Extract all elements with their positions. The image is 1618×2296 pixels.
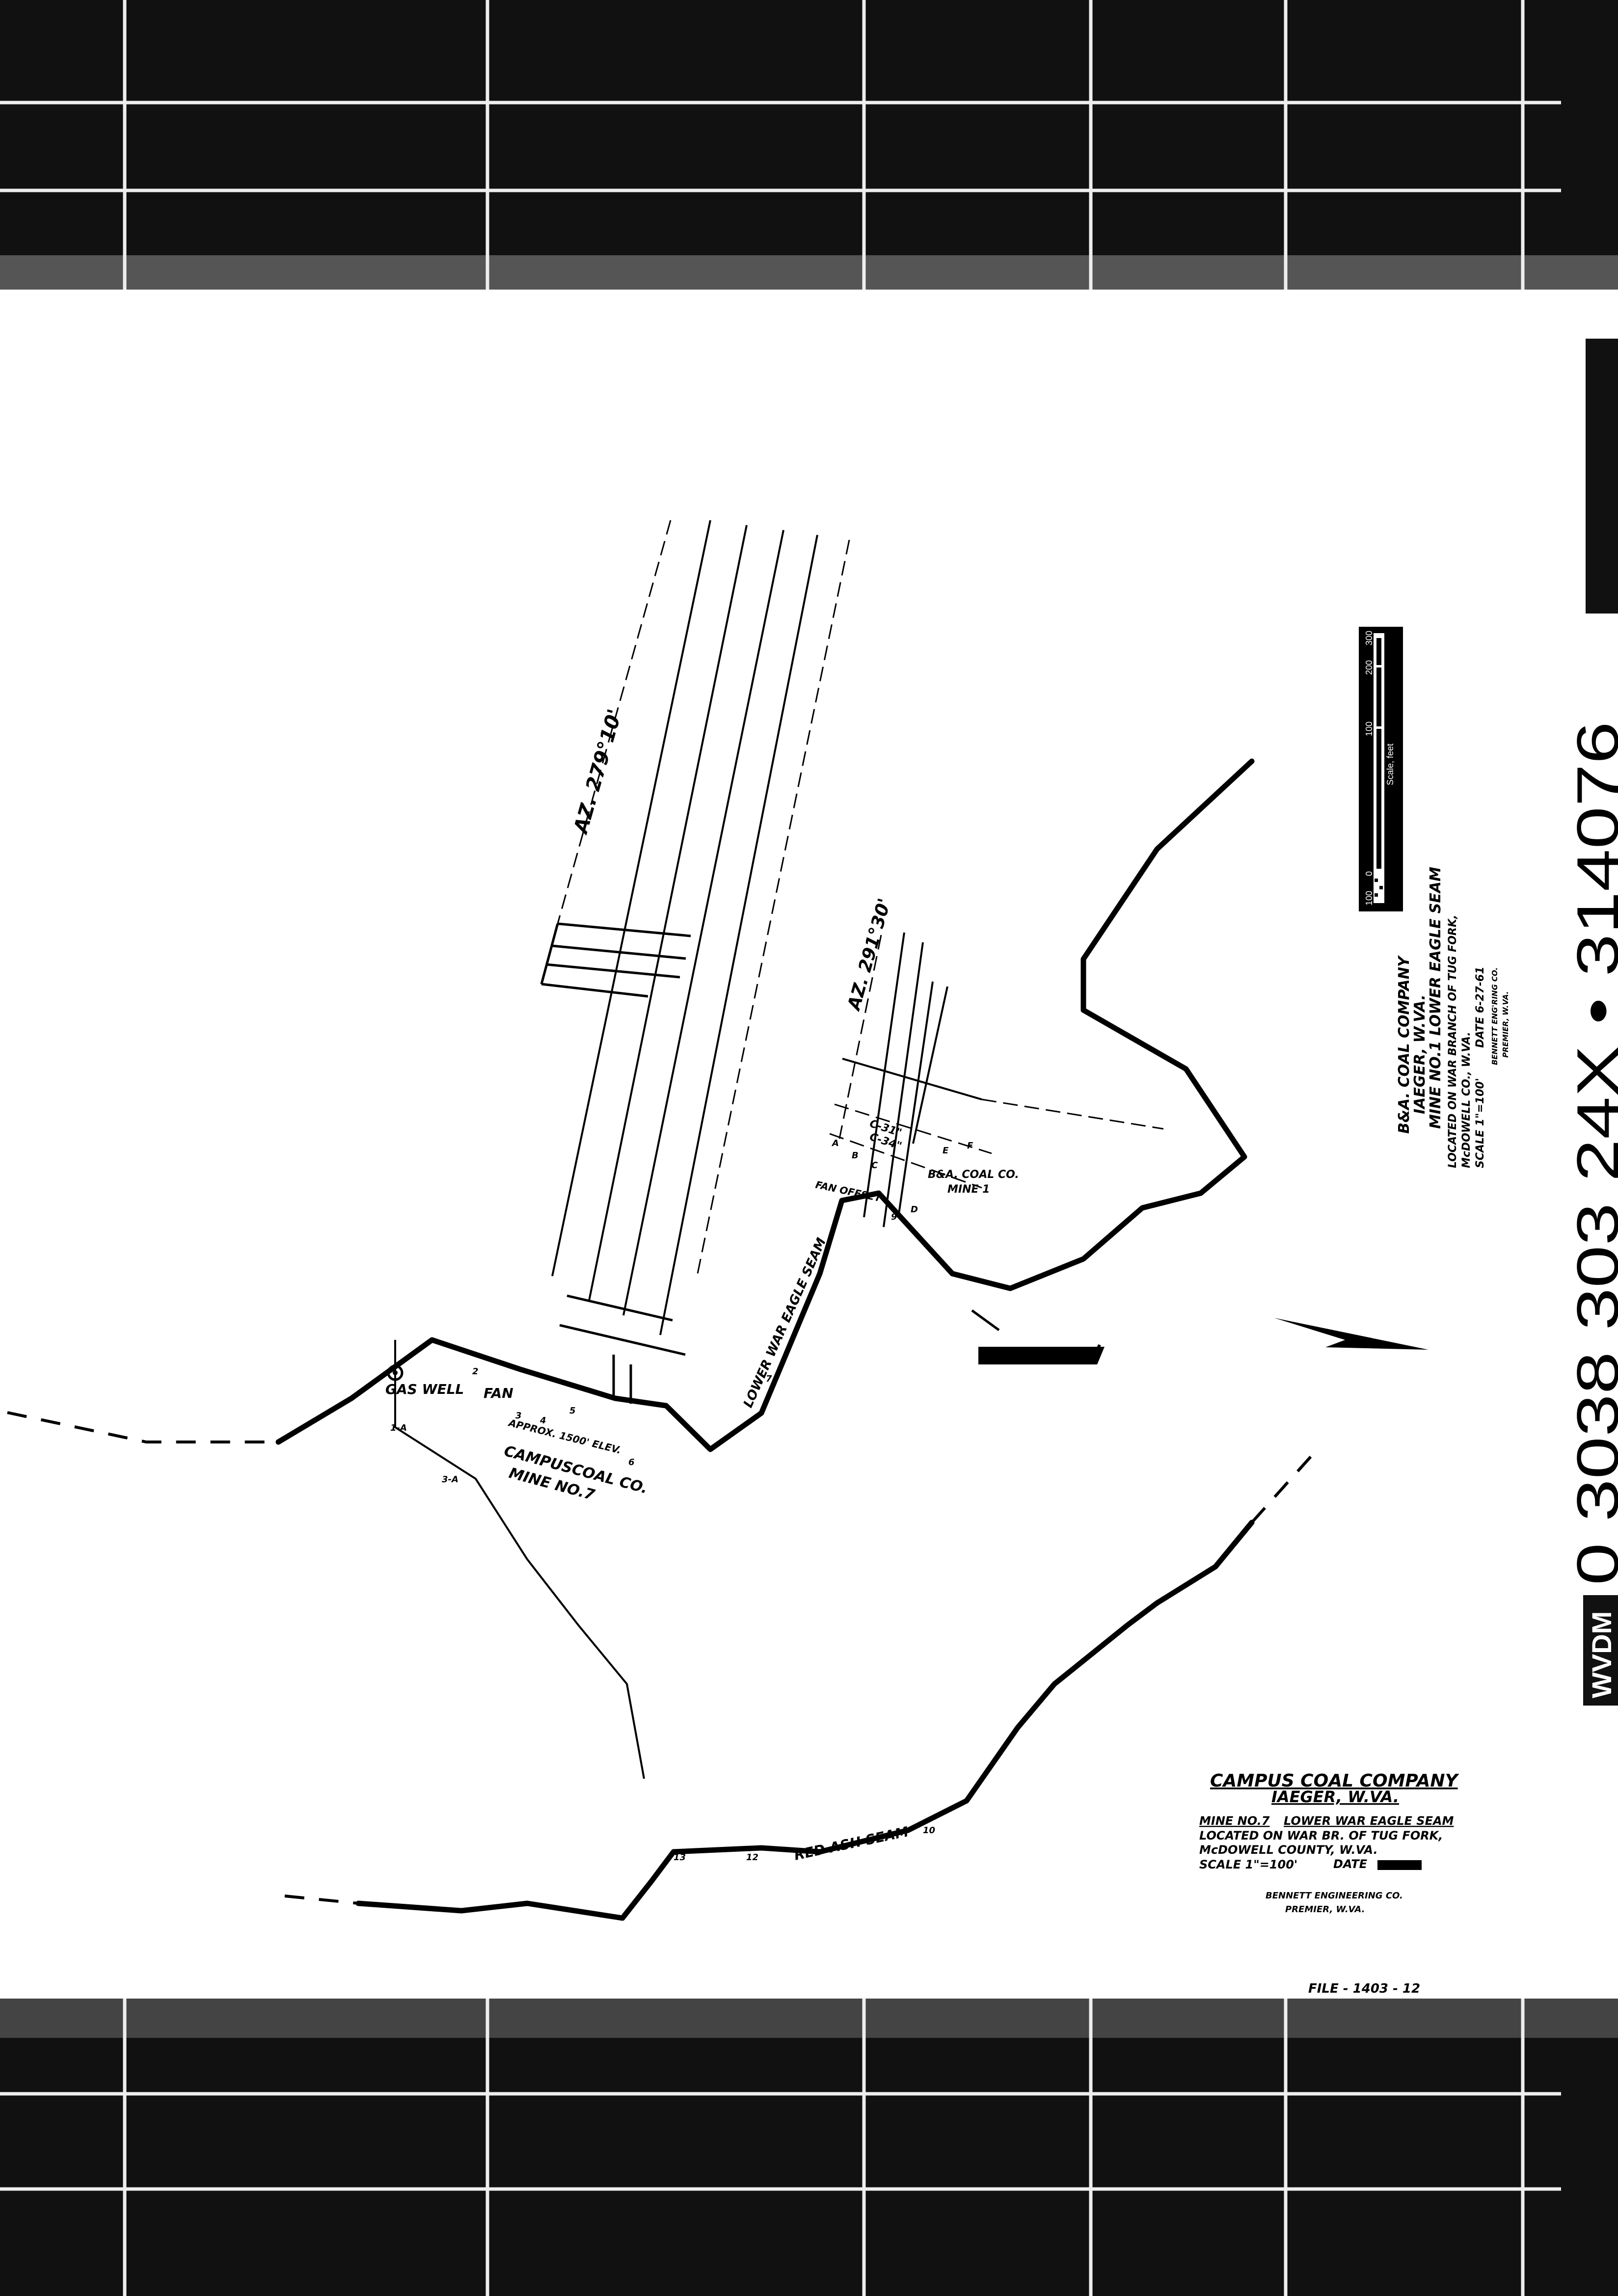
station-label: 3-A (442, 1474, 458, 1485)
campus-title-block: CAMPUS COAL COMPANY IAEGER, W.VA. MINE N… (1199, 1771, 1459, 1996)
station-label: 3 (515, 1411, 522, 1421)
azimuth-mine7: AZ. 279°10' (569, 707, 627, 837)
scale-tick: 200 (1364, 660, 1374, 675)
campus-company: CAMPUS COAL COMPANY (1210, 1771, 1459, 1791)
station-label: B (852, 1150, 859, 1161)
station-label: 6 (628, 1457, 635, 1468)
mine1-entries: AZ. 291°30' C-31" C-34" (829, 896, 1164, 1228)
station-label: 9 (891, 1212, 897, 1222)
map-labels: GAS WELL FAN APPROX. 1500' ELEV. CAMPUSC… (385, 1138, 1019, 1863)
gas-well-icon (387, 1364, 404, 1381)
scale-tick: 100 (1364, 891, 1374, 906)
top-film-band (0, 0, 1618, 290)
ba-location-2: McDOWELL CO., W.VA. (1460, 1032, 1473, 1168)
station-label: A (831, 1138, 839, 1148)
campus-date-label: DATE (1333, 1857, 1368, 1871)
campus-engineer-town: PREMIER, W.VA. (1285, 1904, 1365, 1915)
mine1-name-label: MINE 1 (947, 1183, 990, 1196)
station-label: F (967, 1141, 973, 1151)
campus-date-stamp (1377, 1860, 1422, 1870)
red-ash-outcrop: RED ASH SEAM (284, 1455, 1312, 1921)
scale-caption: Scale, feet (1385, 744, 1395, 785)
station-label: D (911, 1204, 918, 1215)
campus-mine: MINE NO.7 (1199, 1814, 1270, 1828)
scale-tick: 0 (1364, 871, 1374, 876)
ba-engineer-town: PREMIER, W.VA. (1501, 991, 1510, 1058)
film-id: 0 3038 303 24X • 314076 (1565, 721, 1618, 1585)
station-label: 12 (746, 1852, 758, 1863)
campus-engineer: BENNETT ENGINEERING CO. (1266, 1891, 1403, 1901)
station-label: E (943, 1146, 949, 1156)
scale-tick: 300 (1364, 631, 1374, 645)
station-label: 10 (923, 1825, 935, 1836)
station-label: 13 (674, 1852, 686, 1863)
station-label: 7 (766, 1374, 772, 1384)
ba-engineer: BENNETT ENG'RING CO. (1490, 967, 1499, 1065)
ba-scale: SCALE 1"=100' (1474, 1078, 1486, 1168)
ba-location-1: LOCATED ON WAR BRANCH OF TUG FORK, (1447, 915, 1459, 1168)
gas-well-label: GAS WELL (385, 1381, 464, 1397)
campus-seam: LOWER WAR EAGLE SEAM (1284, 1814, 1454, 1828)
mine1-company-label: B&A. COAL CO. (928, 1169, 1019, 1181)
north-arrow-icon (978, 1318, 1429, 1364)
film-edge-strip: WVDM 0 3038 303 24X • 314076 (1565, 339, 1618, 1706)
station-label: 5 (569, 1406, 576, 1416)
campus-town: IAEGER, W.VA. (1271, 1788, 1399, 1806)
scale-tick: 100 (1364, 721, 1374, 736)
mine7-entries: AZ. 279°10' (540, 520, 1000, 1404)
azimuth-mine1: AZ. 291°30' (843, 896, 895, 1014)
station-label: 4 (539, 1415, 546, 1426)
station-label: 1-A (390, 1423, 407, 1433)
file-note: FILE - 1403 - 12 (1308, 1981, 1420, 1996)
campus-location-1: LOCATED ON WAR BR. OF TUG FORK, (1199, 1829, 1443, 1842)
station-label: 2 (472, 1366, 479, 1377)
campus-location-2: McDOWELL COUNTY, W.VA. (1199, 1843, 1378, 1857)
ba-mine-seam: MINE NO.1 LOWER EAGLE SEAM (1427, 867, 1444, 1129)
fan-label: FAN (484, 1385, 513, 1401)
survey-traverse (394, 1340, 645, 1779)
ba-town: IAEGER, W.VA. (1411, 994, 1429, 1114)
ba-title-block: B&A. COAL COMPANY IAEGER, W.VA. MINE NO.… (1396, 867, 1510, 1168)
collection-badge: WVDM (1586, 1611, 1617, 1698)
seam-line-label: LOWER WAR EAGLE SEAM (741, 1236, 829, 1410)
red-ash-label: RED ASH SEAM (793, 1823, 910, 1864)
bottom-film-band (0, 1999, 1618, 2296)
ba-date: DATE 6-27-61 (1474, 966, 1486, 1048)
campus-scale: SCALE 1"=100' (1199, 1858, 1297, 1871)
ba-company: B&A. COAL COMPANY (1396, 955, 1413, 1134)
scale-bar: 100 0 100 200 300 Scale, feet (1359, 627, 1403, 911)
station-label: C (871, 1160, 878, 1171)
